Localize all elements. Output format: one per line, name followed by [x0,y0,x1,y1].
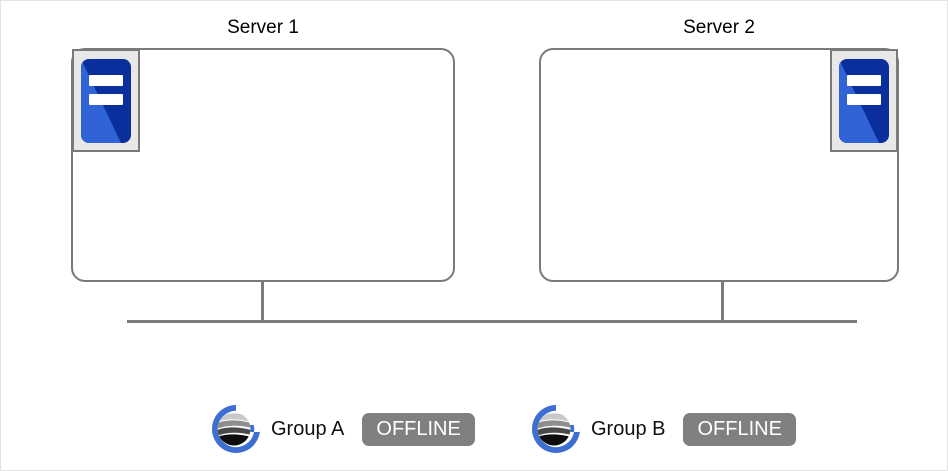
server-icon-bar-bottom [89,93,123,105]
server-1-icon-badge[interactable] [72,49,140,152]
server-1-title: Server 1 [227,17,299,38]
server-2-icon-badge[interactable] [830,49,898,152]
legend-item-group-b[interactable]: Group B OFFLINE [529,402,796,456]
group-globe-logo-icon [532,405,580,453]
legend-label-group-a: Group A [271,417,345,440]
group-globe-logo-icon [212,405,260,453]
server-1-connector-line [261,282,264,322]
status-badge-group-a[interactable]: OFFLINE [362,412,475,446]
legend-label-group-b: Group B [591,417,666,440]
server-icon-bar-top [89,74,123,86]
server-icon-bar-top [847,74,881,86]
server-icon [839,58,889,143]
legend-item-group-a[interactable]: Group A OFFLINE [209,402,475,456]
status-badge-group-b[interactable]: OFFLINE [683,412,796,446]
server-2-connector-line [721,282,724,322]
bus-line [127,320,857,323]
server-icon [81,58,131,143]
server-2-title: Server 2 [683,17,755,38]
server-icon-bar-bottom [847,93,881,105]
